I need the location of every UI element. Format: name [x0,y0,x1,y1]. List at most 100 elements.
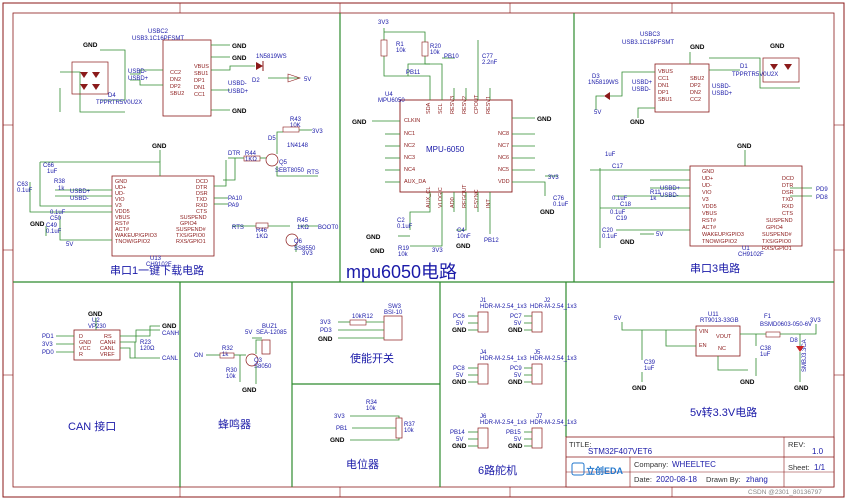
gnd-d4: GND [83,42,98,49]
gnd-j6: GND [452,443,467,450]
c19-ref: C19 [616,216,628,222]
net-pb10: PB10 [444,54,459,60]
mpu-right-pins: NC8 NC7 NC6 NC5 VDD [498,131,510,185]
j6-part: HDR-M-2.54_1x3 [480,420,527,426]
c63-value: 0.1uF [17,188,33,194]
c39-value: 1uF [644,366,655,372]
svg-text:SUSPEND#: SUSPEND# [176,227,207,233]
section-title-pot: 电位器 [346,457,379,471]
r46-ref: R46 [256,228,268,234]
c4-value: 10nF [457,234,471,240]
net-pd0: PD0 [42,350,54,356]
c49-ref: C49 [46,223,58,229]
net-3v3-ldo: 3V3 [810,318,821,324]
usbc2-pin-sbu2: SBU2 [170,91,184,97]
net-pb14: PB14 [450,430,465,436]
gnd-j4: GND [452,379,467,386]
svg-text:GND: GND [79,340,91,346]
c17-value: 1uF [605,152,616,158]
net-5v-j7: 5V [514,437,521,443]
lceda-logo-icon [571,462,585,476]
mpu6050-name: MPU-6050 [426,145,465,154]
svg-text:VBUS: VBUS [658,69,673,75]
gnd-mpu-clkin: GND [352,119,367,126]
q6-part: SS8550 [294,246,316,252]
net-usbd-plus-usbc2-r: USBD+ [228,89,249,95]
section-title-mpu: mpu6050电路 [346,262,457,282]
j2-part: HDR-M-2.54_1x3 [530,304,577,310]
gnd-u13-left: GND [30,221,45,228]
svg-text:SBU2: SBU2 [690,76,704,82]
net-pb12: PB12 [484,238,499,244]
r19-ref: R19 [398,246,410,252]
r38-value: 1k [58,186,65,192]
c4-ref: C4 [457,228,465,234]
watermark: CSDN @2301_80136797 [748,489,822,496]
svg-text:CANH: CANH [100,340,116,346]
section-dividers [13,13,834,487]
svg-text:DSR: DSR [782,190,794,196]
u1-right-pins: DCD DTR DSR TXD RXD CTS SUSPEND GPIO4 SU… [762,176,794,252]
r23-value: 120Ω [140,346,155,352]
net-3v3-q6: 3V3 [302,251,313,257]
enable-switch-section: 3V3 PD3 GND 10k R12 SW3 BSI-10 使能开关 [318,304,403,365]
j4-symbol [477,363,489,385]
net-5v-top: 5V [304,77,311,83]
mpu-bottom-pins: AUX_CL VLOGIC AD0 REGOUT FSYNC INT [426,184,492,208]
svg-text:DTR: DTR [782,183,793,189]
title-value: STM32F407VET6 [588,447,653,456]
net-usbd-minus-usbc2: USBD- [128,69,147,75]
gnd-pot: GND [330,437,345,444]
gnd-usbc2-c: GND [232,108,247,115]
c50-value: 0.1uF [50,210,66,216]
c18-ref: C18 [620,202,632,208]
net-5v-j4: 5V [456,373,463,379]
net-usbd-plus-usbc3: USBD+ [632,80,653,86]
c50-ref: C50 [50,216,62,222]
r37-value: 10k [404,428,415,434]
net-usbd-plus-usbc3-r: USBD+ [712,91,733,97]
net-3v3-mpu: 3V3 [378,20,389,26]
svg-text:RXS/GPIO1: RXS/GPIO1 [176,239,206,245]
net-5v-u13: 5V [66,242,73,248]
net-5v-j5: 5V [514,373,521,379]
d1-symbol [762,57,800,83]
usbc3-symbol [654,63,710,113]
gnd-can: GND [162,323,177,330]
svg-text:TXD: TXD [782,197,793,203]
lceda-logo-text: 立创EDA [586,465,624,476]
u4-part: MPU6050 [378,98,405,104]
gnd-d1: GND [770,43,785,50]
r34-value: 10k [366,406,377,412]
q3-ref: Q3 [254,358,263,364]
gnd-c4: GND [456,243,471,250]
svg-text:RXS/GPIO1: RXS/GPIO1 [762,246,792,252]
j5-ref: J5 [534,350,541,356]
svg-text:CLKIN: CLKIN [404,118,420,124]
u13-symbol [111,175,215,257]
q6-ref: Q6 [294,239,303,245]
j5-symbol [531,363,543,385]
r20-value: 10k [430,50,441,56]
pot-section: R34 10k 3V3 PB1 GND R37 10k 电位器 [330,400,416,471]
d3-part: 1N5819WS [588,80,619,86]
svg-text:DCD: DCD [782,176,794,182]
svg-text:NC3: NC3 [404,155,415,161]
d8-ref: D8 [790,338,798,344]
svg-text:ACT#: ACT# [702,225,717,231]
gnd-d8: GND [794,385,809,392]
usbc3-ref: USBC3 [640,32,661,38]
rev-label: REV: [788,440,805,449]
svg-text:RESV2: RESV2 [462,96,468,114]
svg-text:AUX_DA: AUX_DA [404,179,426,185]
buzzer-symbol [261,339,271,355]
net-3v3-can: 3V3 [42,342,53,348]
svg-text:VBUS: VBUS [115,215,130,221]
c76-ref: C76 [553,196,565,202]
c66-value: 1uF [47,169,58,175]
usbc2-part: USB3.1C16PFSMT [132,36,184,42]
r34-ref: R34 [366,400,378,406]
u11-part: RT9013-33GB [700,318,739,324]
r37-ref: R37 [404,422,416,428]
